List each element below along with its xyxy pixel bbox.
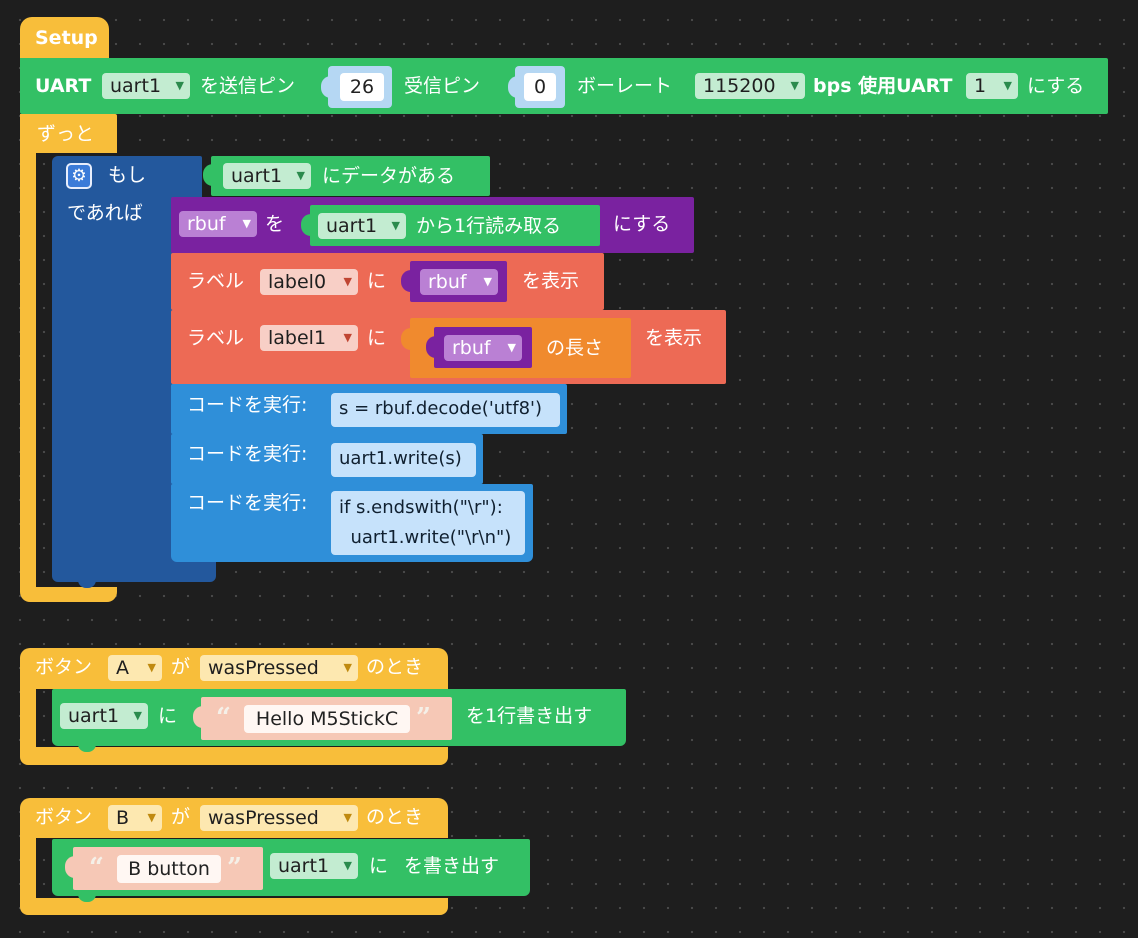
b-button-text-input[interactable]: B button: [117, 855, 221, 883]
setup-label: Setup: [35, 27, 98, 49]
triangle-down-icon: ▼: [391, 219, 400, 232]
write-uart-dropdown[interactable]: uart1▼: [270, 853, 358, 879]
exec3-code-line1: if s.endswith("\r"):: [339, 497, 503, 518]
button-a-prefix: ボタン: [35, 656, 93, 678]
baud-dropdown[interactable]: 115200▼: [695, 73, 805, 99]
rx-pin-input[interactable]: 0: [524, 73, 556, 101]
uart-write-notch: [78, 894, 96, 902]
read-uart-dropdown[interactable]: uart1▼: [318, 213, 406, 239]
triangle-down-icon: ▼: [242, 217, 251, 230]
rbuf-var-dropdown[interactable]: rbuf▼: [179, 211, 257, 237]
length-tab: [401, 328, 413, 350]
write-suffix: を書き出す: [404, 855, 500, 877]
exec3-code-input[interactable]: if s.endswith("\r"): uart1.write("\r\n"): [331, 491, 525, 555]
button-a-event-dropdown[interactable]: wasPressed▼: [200, 655, 358, 681]
triangle-down-icon: ▼: [507, 341, 516, 354]
uart-num-dropdown[interactable]: 1▼: [966, 73, 1018, 99]
exec3-label: コードを実行:: [187, 492, 308, 514]
triangle-down-icon: ▼: [343, 811, 352, 824]
button-b-dropdown[interactable]: B▼: [108, 805, 162, 831]
if-block-tail: [52, 560, 216, 582]
rbuf-getter-tab: [401, 270, 413, 292]
triangle-down-icon: ▼: [133, 709, 142, 722]
read-line-tab: [301, 214, 313, 236]
length-rbuf-tab: [426, 336, 438, 358]
forever-label: ずっと: [37, 123, 95, 145]
tx-pin-input[interactable]: 26: [340, 73, 384, 101]
triangle-down-icon: ▼: [1003, 79, 1012, 92]
close-quote-icon: ”: [416, 703, 431, 733]
baud-label: ボーレート: [577, 75, 673, 97]
triangle-down-icon: ▼: [296, 169, 305, 182]
if-label: もし: [108, 164, 147, 186]
rbuf-getter-dropdown[interactable]: rbuf▼: [420, 269, 498, 295]
rx-pin-label: 受信ピン: [404, 75, 481, 97]
b-button-text-tab: [65, 856, 77, 878]
rx-pin-tab: [508, 76, 520, 98]
triangle-down-icon: ▼: [343, 661, 352, 674]
exec2-code-input[interactable]: uart1.write(s): [331, 443, 476, 477]
bps-label: bps 使用UART: [813, 75, 953, 97]
exec3-code-line2: uart1.write("\r\n"): [339, 527, 512, 548]
write-ni: に: [369, 855, 389, 877]
label0-prefix: ラベル: [187, 270, 245, 292]
label1-dropdown[interactable]: label1▼: [260, 325, 358, 351]
open-quote-icon: “: [216, 703, 231, 733]
button-b-event-dropdown[interactable]: wasPressed▼: [200, 805, 358, 831]
assign-suffix: にする: [613, 213, 671, 235]
triangle-down-icon: ▼: [483, 275, 492, 288]
button-b-suffix: のとき: [366, 806, 424, 828]
gear-icon[interactable]: ⚙: [66, 163, 92, 189]
button-a-suffix: のとき: [366, 656, 424, 678]
cond-text: にデータがある: [322, 165, 456, 187]
triangle-down-icon: ▼: [343, 859, 352, 872]
triangle-down-icon: ▼: [790, 79, 799, 92]
writeline-suffix: を1行書き出す: [466, 705, 593, 727]
if-block-notch: [78, 580, 96, 588]
tx-pin-tab: [321, 76, 333, 98]
hello-text-tab: [193, 706, 205, 728]
writeline-uart-dropdown[interactable]: uart1▼: [60, 703, 148, 729]
uart-writeline-notch: [78, 744, 96, 752]
triangle-down-icon: ▼: [147, 661, 156, 674]
uart-var-dropdown[interactable]: uart1▼: [102, 73, 190, 99]
button-a-dropdown[interactable]: A▼: [108, 655, 162, 681]
label1-prefix: ラベル: [187, 327, 245, 349]
label0-display-block[interactable]: [171, 253, 604, 310]
exec1-label: コードを実行:: [187, 394, 308, 416]
cond-uart-dropdown[interactable]: uart1▼: [223, 163, 311, 189]
setup-suffix: にする: [1027, 75, 1085, 97]
triangle-down-icon: ▼: [343, 275, 352, 288]
uart-label: UART: [35, 75, 92, 97]
assign-wo: を: [265, 213, 285, 235]
label1-ni: に: [367, 327, 387, 349]
hello-text-input[interactable]: Hello M5StickC: [244, 705, 410, 733]
tx-pin-label: を送信ピン: [200, 75, 296, 97]
exec1-code-input[interactable]: s = rbuf.decode('utf8'): [331, 393, 560, 427]
read-line-text: から1行読み取る: [416, 215, 562, 237]
open-quote-icon: “: [89, 853, 104, 883]
writeline-ni: に: [158, 705, 178, 727]
label0-dropdown[interactable]: label0▼: [260, 269, 358, 295]
then-label: であれば: [67, 202, 143, 224]
button-a-ga: が: [171, 656, 191, 678]
close-quote-icon: ”: [227, 853, 242, 883]
triangle-down-icon: ▼: [147, 811, 156, 824]
condition-tab: [203, 164, 215, 186]
button-b-prefix: ボタン: [35, 806, 93, 828]
length-text: の長さ: [546, 337, 604, 359]
exec2-label: コードを実行:: [187, 443, 308, 465]
label0-ni: に: [367, 270, 387, 292]
button-b-ga: が: [171, 806, 191, 828]
label0-suffix: を表示: [522, 270, 580, 292]
triangle-down-icon: ▼: [343, 331, 352, 344]
label1-suffix: を表示: [645, 327, 703, 349]
length-rbuf-dropdown[interactable]: rbuf▼: [444, 335, 522, 361]
triangle-down-icon: ▼: [175, 79, 184, 92]
